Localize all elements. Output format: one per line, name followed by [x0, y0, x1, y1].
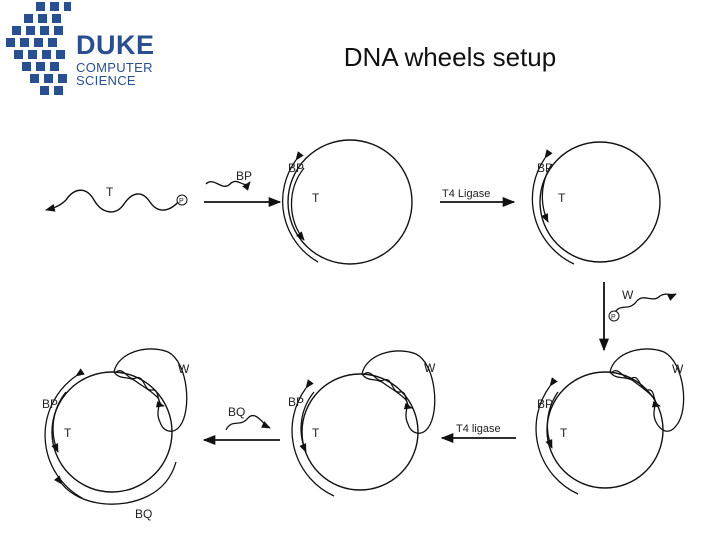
- logo-science-text: SCIENCE: [76, 73, 136, 88]
- wheel-4: W BP T: [288, 350, 436, 497]
- wheel-5-w-label: W: [178, 362, 190, 376]
- duke-cs-logo: DUKE COMPUTER SCIENCE: [0, 0, 190, 100]
- wheel-2: BP T: [531, 141, 661, 265]
- wheel-2-t-label: T: [558, 191, 566, 205]
- phosphate-marker: [176, 194, 188, 206]
- wheel-5-t-label: T: [64, 426, 72, 440]
- phosphate-label: P: [179, 198, 184, 205]
- label-bq: BQ: [228, 405, 245, 419]
- label-w: W: [622, 288, 634, 302]
- wheel-3-bp-label: BP: [537, 397, 553, 411]
- bq-addition-step: BQ: [202, 405, 280, 446]
- label-bp: BP: [236, 169, 252, 183]
- slide-title: DNA wheels setup: [343, 42, 557, 72]
- label-t: T: [106, 185, 114, 199]
- t4-ligase-label-bottom: T4 ligase: [456, 423, 501, 435]
- wheel-5: W BP T BQ: [42, 348, 190, 521]
- wheel-5-bq-label: BQ: [135, 507, 152, 521]
- strand-t-single: P T: [45, 185, 188, 213]
- phosphate-label-w: P: [611, 314, 616, 321]
- wheel-1-bp-label: BP: [288, 161, 304, 175]
- wheel-5-bp-label: BP: [42, 397, 58, 411]
- wheel-1-t-label: T: [312, 191, 320, 205]
- logo-computer-text: COMPUTER: [76, 60, 153, 75]
- logo-subtitle: COMPUTER SCIENCE: [76, 61, 153, 87]
- w-addition-step: P W: [598, 282, 677, 352]
- logo-checker-mark: [6, 2, 71, 95]
- phosphate-marker-w: [608, 310, 620, 322]
- t4-ligase-step-top: T4 Ligase: [440, 188, 516, 208]
- wheel-3-w-label: W: [672, 362, 684, 376]
- wheel-4-w-label: W: [424, 361, 436, 375]
- logo-duke-text: DUKE: [76, 30, 155, 60]
- t4-ligase-step-bottom: T4 ligase: [440, 423, 516, 444]
- wheel-2-bp-label: BP: [537, 161, 553, 175]
- t4-ligase-label-top: T4 Ligase: [442, 188, 490, 200]
- wheel-4-t-label: T: [312, 426, 320, 440]
- wheel-1: BP T: [282, 139, 413, 265]
- bp-addition-step: BP: [204, 169, 282, 208]
- wheel-3-t-label: T: [560, 426, 568, 440]
- wheel-4-bp-label: BP: [288, 395, 304, 409]
- wheel-3: W BP T: [535, 348, 685, 495]
